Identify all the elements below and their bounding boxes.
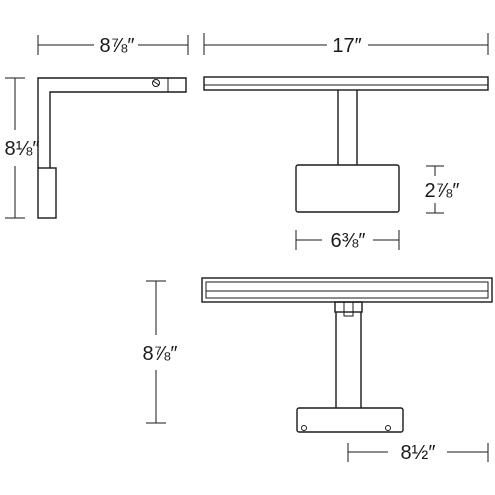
front-base-height-dimension: 2⅞″ (425, 165, 460, 214)
side-view: 8⅞″ 8⅛″ (5, 35, 189, 219)
front-stem (337, 90, 358, 165)
side-pivot-screw (152, 79, 160, 87)
angled-base (296, 407, 404, 433)
front-base-width-label: 6⅜″ (331, 230, 366, 252)
angled-base-screw-left (301, 425, 307, 431)
front-width-label: 17″ (332, 35, 361, 57)
front-base-width-dimension: 6⅜″ (295, 230, 400, 252)
front-width-dimension: 17″ (203, 33, 489, 57)
side-lamp-profile (37, 77, 187, 219)
angled-height-label: 8⅞″ (143, 343, 178, 365)
front-base-height-label: 2⅞″ (425, 180, 460, 202)
angled-light-bar (201, 277, 493, 303)
side-width-label: 8⅞″ (100, 35, 135, 57)
angled-stem (334, 301, 363, 408)
angled-base-width-dimension: 8½″ (347, 442, 489, 464)
angled-base-screw-right (385, 425, 391, 431)
side-height-label: 8⅛″ (5, 138, 40, 160)
angled-base-width-label: 8½″ (401, 442, 436, 464)
angled-height-dimension: 8⅞″ (143, 280, 178, 424)
front-view: 17″ 2⅞″ 6⅜″ (203, 33, 489, 252)
front-light-bar (203, 76, 489, 91)
front-base (295, 164, 400, 213)
side-height-dimension: 8⅛″ (5, 77, 40, 219)
side-width-dimension: 8⅞″ (37, 35, 189, 57)
angled-view: 8⅞″ 8½″ (143, 277, 493, 464)
